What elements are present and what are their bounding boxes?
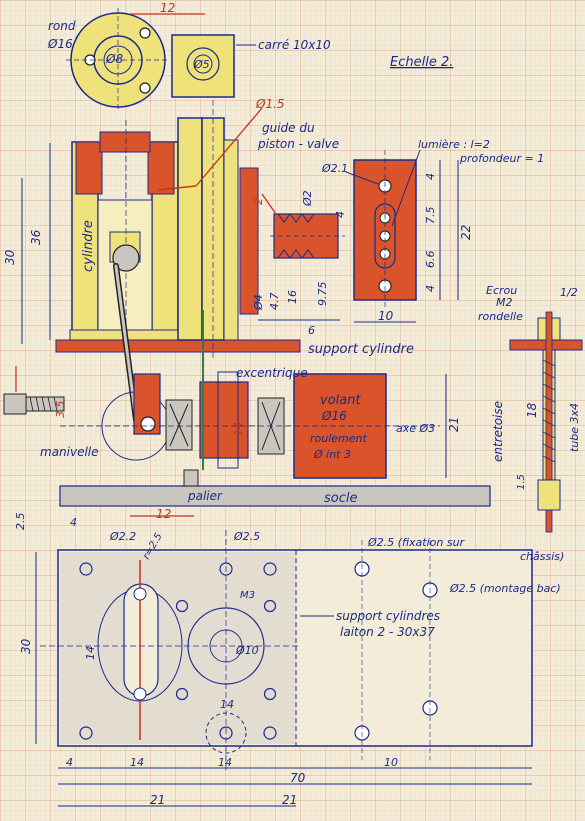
label-manivelle: manivelle	[40, 445, 99, 459]
label-m3: M3	[240, 590, 255, 601]
dim-4f: 4	[66, 756, 73, 769]
support-plate-plan	[40, 530, 533, 770]
label-n14c: 14	[84, 646, 97, 660]
dim-15: 1.5	[516, 474, 527, 490]
label-rondelle: rondelle	[478, 310, 523, 323]
dim-d2: 2	[252, 198, 265, 205]
label-palier: palier	[187, 489, 223, 503]
dim-12c: 1/2	[560, 286, 578, 299]
dim-12b: 12	[156, 507, 171, 521]
label-lumiere: lumière : l=2	[418, 138, 490, 151]
dim-4c: 4	[334, 211, 347, 218]
label-volant-dia: Ø16	[321, 409, 347, 423]
dim-6: 6	[308, 324, 315, 337]
label-guide: guide du	[262, 121, 315, 135]
dim-14a: 14	[130, 756, 144, 769]
dim-4b: 4	[424, 285, 437, 292]
dim-25: 2.5	[14, 513, 27, 531]
label-rond-dia: Ø16	[47, 37, 73, 51]
label-m2: M2	[496, 296, 513, 309]
label-n14d: 14	[220, 698, 234, 711]
dim-d14c: 14	[232, 422, 245, 436]
dim-21a: 21	[150, 793, 165, 807]
label-pint: Ø int 3	[313, 448, 351, 461]
d21-leader	[345, 171, 379, 185]
dim-75: 7.5	[424, 207, 437, 225]
label-socle: socle	[324, 491, 357, 506]
carre-square-part	[171, 34, 235, 98]
dim-10b: 10	[384, 756, 398, 769]
label-roulement: roulement	[310, 432, 368, 445]
label-d15: Ø1.5	[255, 97, 285, 111]
label-volant: volant	[320, 393, 361, 408]
label-profondeur: profondeur = 1	[459, 152, 544, 165]
lumiere-leader	[391, 149, 421, 227]
label-montage: Ø2.5 (montage bac)	[449, 582, 561, 595]
dim-16: 16	[286, 290, 299, 304]
label-tube: tube 3x4	[568, 403, 581, 452]
label-excentrique: excentrique	[236, 366, 308, 380]
dim-36: 36	[29, 229, 43, 245]
port-plate-part	[353, 150, 417, 310]
dim-4a: 4	[424, 173, 437, 180]
label-d5: Ø5	[193, 58, 210, 71]
label-carre: carré 10x10	[258, 38, 331, 52]
dim-66: 6.6	[424, 251, 437, 269]
piston-valve-guide	[157, 100, 263, 360]
label-d21: Ø2.1	[321, 162, 348, 175]
label-d2: Ø2	[301, 190, 314, 207]
label-d8: Ø8	[105, 52, 123, 66]
connecting-rod	[112, 244, 140, 423]
label-d25a: Ø2.5	[233, 530, 260, 543]
label-axe: axe Ø3	[396, 422, 435, 435]
valve-piston-part	[261, 193, 345, 259]
dim-4e: 4	[70, 516, 77, 529]
dim-12a: 12	[160, 1, 175, 15]
label-d4: Ø4	[252, 294, 265, 311]
label-cylindre: cylindre	[81, 220, 96, 272]
socle-base	[59, 469, 491, 507]
label-rond: rond	[48, 19, 76, 33]
dim-35: 3.5	[54, 401, 67, 419]
rond-disc-part	[66, 8, 170, 112]
dim-22: 22	[459, 225, 473, 240]
label-fixation: Ø2.5 (fixation sur	[367, 536, 466, 549]
label-ecrou: Ecrou	[486, 284, 517, 297]
manivelle-crank	[101, 373, 193, 461]
label-support-cylindre: support cylindre	[308, 342, 414, 357]
label-entretoise: entretoise	[491, 401, 505, 462]
dim-14b: 14	[218, 756, 232, 769]
dim-30: 30	[3, 249, 17, 265]
dim-70: 70	[290, 771, 306, 785]
dim-21b: 21	[282, 793, 297, 807]
scale-label: Echelle 2.	[390, 55, 453, 70]
label-support-cylindres: support cylindres	[336, 609, 440, 623]
label-piston-valve: piston - valve	[257, 137, 339, 151]
dim-30b: 30	[19, 638, 33, 654]
label-laiton: laiton 2 - 30x37	[340, 625, 435, 639]
dim-975: 9.75	[316, 282, 329, 307]
dim-18: 18	[525, 402, 539, 418]
entretoise-assembly	[509, 311, 583, 533]
label-chassis: châssis)	[520, 550, 564, 563]
label-d10: Ø10	[235, 644, 259, 657]
dim-21: 21	[447, 417, 461, 432]
dim-10: 10	[378, 309, 394, 323]
dim-47: 4.7	[268, 293, 281, 311]
label-d22: Ø2.2	[109, 530, 136, 543]
screw-part	[3, 366, 65, 415]
